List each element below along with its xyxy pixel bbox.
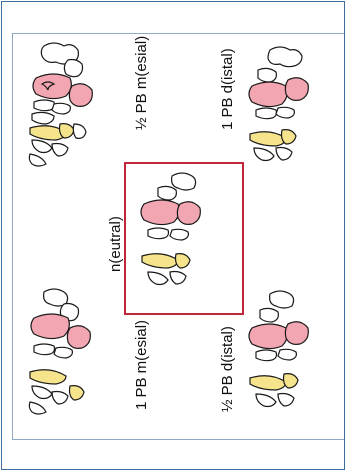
label-half-pb-distal: ½ PB d(istal) [219, 326, 236, 412]
dental-arch-1-pb-distal [246, 40, 316, 170]
label-neutral: n(eutral) [107, 216, 124, 272]
dental-arch-half-pb-distal [246, 288, 316, 418]
dental-arch-half-pb-mesial [26, 40, 96, 170]
neutral-highlight-box [124, 162, 244, 315]
dental-arch-1-pb-mesial [26, 288, 96, 418]
bottom-divider [12, 439, 344, 440]
arch-teeth [29, 43, 92, 166]
top-divider [12, 33, 344, 34]
label-1-pb-mesial: 1 PB m(esial) [133, 320, 150, 410]
label-1-pb-distal: 1 PB d(istal) [219, 48, 236, 130]
left-divider [12, 33, 13, 439]
label-half-pb-mesial: ½ PB m(esial) [133, 36, 150, 130]
